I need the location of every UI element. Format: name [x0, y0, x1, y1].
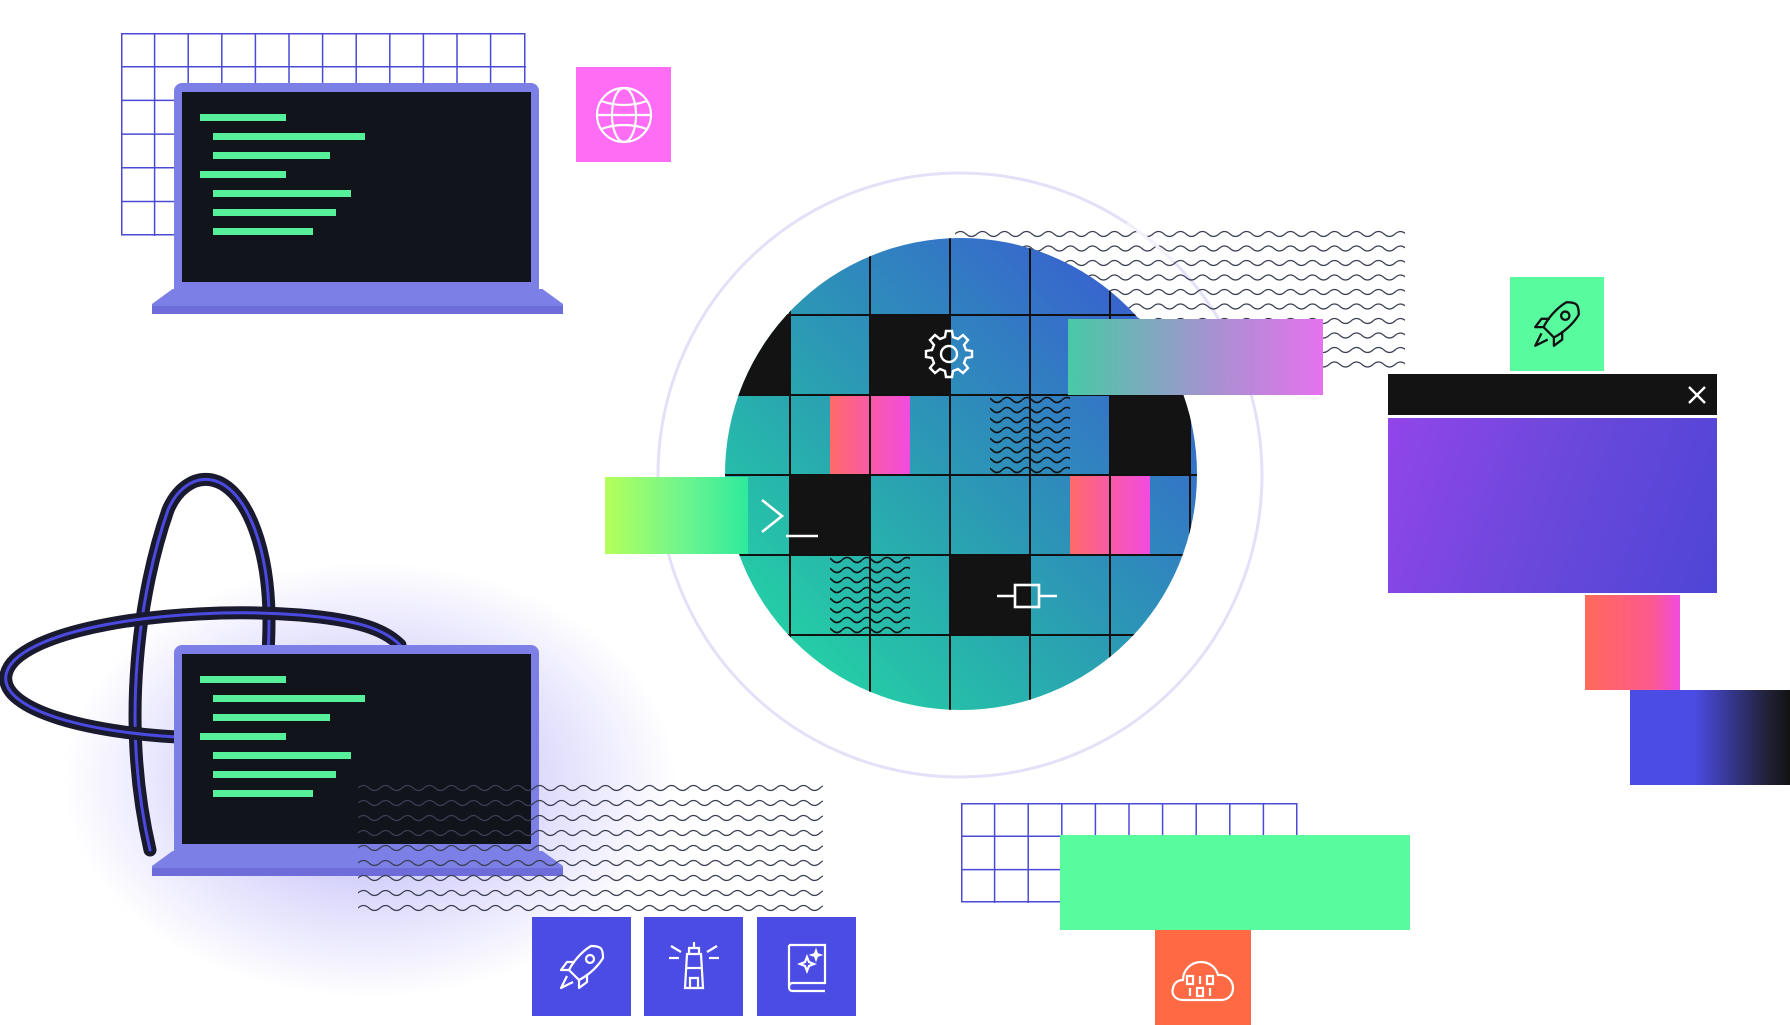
code-line	[200, 676, 286, 683]
rocket-tile[interactable]	[532, 917, 631, 1016]
close-icon	[1688, 385, 1706, 404]
globe-icon	[595, 86, 652, 143]
lighthouse-icon	[668, 941, 719, 989]
close-button[interactable]	[1677, 374, 1717, 415]
app-window	[1388, 374, 1717, 593]
code-line	[213, 209, 336, 216]
code-line	[200, 733, 286, 740]
laptop-base-edge	[152, 868, 563, 876]
connector-icon[interactable]	[995, 580, 1059, 612]
rocket-tile-green[interactable]	[1510, 277, 1604, 371]
orbit-rings	[0, 472, 407, 857]
code-line	[213, 714, 330, 721]
code-line	[213, 695, 365, 702]
terminal-prompt-icon[interactable]	[758, 496, 822, 540]
gradient-block-orange	[1585, 595, 1680, 690]
gradient-bar-right	[1068, 319, 1323, 395]
pixel-orb	[725, 238, 1197, 710]
ring-overlay	[656, 171, 1264, 779]
code-line	[213, 133, 365, 140]
code-line	[213, 752, 351, 759]
book-tile[interactable]	[757, 917, 856, 1016]
gradient-bar-left	[605, 477, 748, 554]
globe-tile[interactable]	[576, 67, 671, 162]
gear-icon[interactable]	[922, 327, 976, 381]
laptop-base-edge	[152, 306, 563, 314]
code-line	[213, 771, 336, 778]
outer-ring	[656, 171, 1264, 779]
green-block	[1060, 835, 1410, 930]
laptop-bottom	[152, 645, 563, 892]
wave-lines-bottom-left	[358, 784, 823, 912]
code-line	[213, 790, 313, 797]
window-titlebar	[1388, 374, 1717, 415]
cloud-binary-icon	[1171, 960, 1235, 1001]
cloud-binary-tile[interactable]	[1155, 930, 1251, 1025]
rocket-icon	[559, 944, 604, 989]
window-content	[1388, 418, 1717, 593]
code-line	[200, 114, 286, 121]
code-line	[213, 190, 351, 197]
lighthouse-tile[interactable]	[644, 917, 743, 1016]
book-sparkle-icon	[787, 943, 826, 992]
laptop-top	[152, 83, 563, 330]
laptop-screen	[182, 92, 531, 282]
code-line	[213, 152, 330, 159]
rocket-icon	[1534, 301, 1580, 347]
code-line	[200, 171, 286, 178]
code-line	[213, 228, 313, 235]
gradient-block-blue	[1630, 690, 1790, 785]
laptop-screen	[182, 654, 531, 844]
